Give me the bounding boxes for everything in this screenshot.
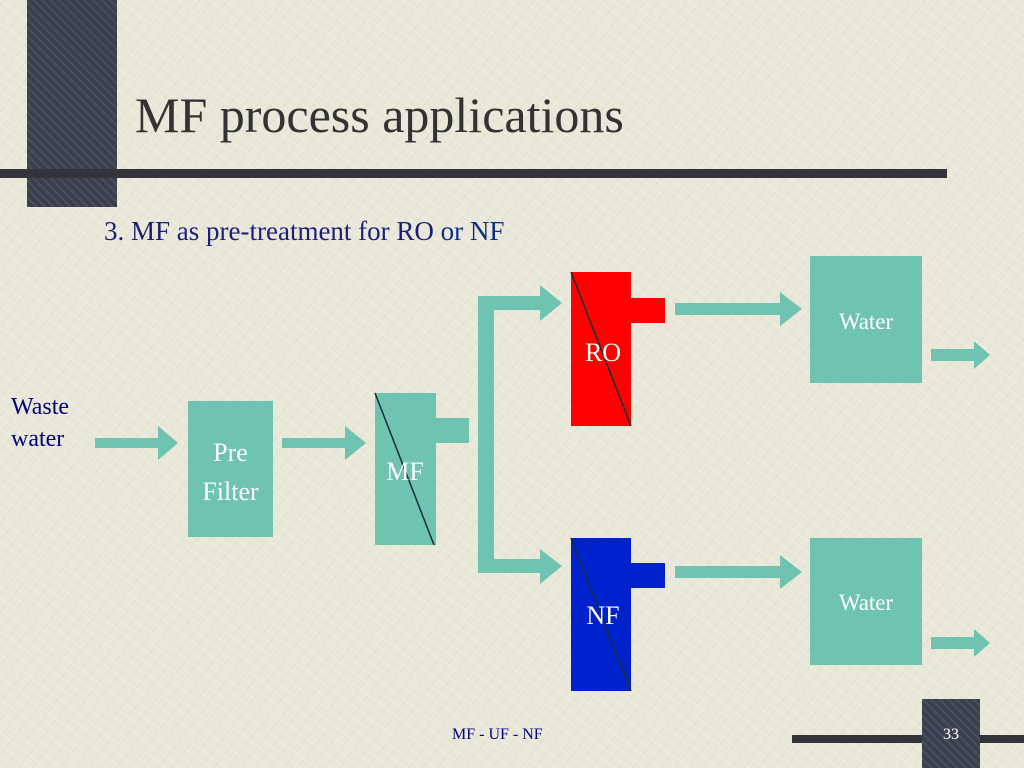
waste-water-label-line1: Waste	[11, 394, 70, 420]
nf-label: NF	[586, 601, 619, 630]
water-top-box	[810, 256, 922, 383]
footer-rule	[792, 735, 1024, 743]
ro-label: RO	[585, 338, 621, 367]
title-rule	[0, 169, 947, 178]
subtitle-or: or NF	[440, 216, 505, 246]
footer-text: MF - UF - NF	[452, 726, 543, 743]
water-top-label: Water	[839, 309, 894, 334]
mf-unit	[374, 392, 469, 546]
water-top-output-arrow	[931, 341, 990, 369]
page-number-block	[922, 699, 980, 768]
nf-to-water-arrow	[675, 555, 802, 589]
waste-water-label: Waste water	[11, 391, 69, 455]
water-bottom-output-arrow	[931, 629, 990, 657]
page-number: 33	[943, 726, 959, 743]
water-bottom-box	[810, 538, 922, 665]
waste-water-label-line2: water	[11, 426, 65, 452]
input-arrow	[95, 426, 178, 460]
ro-unit	[570, 271, 665, 427]
prefilter-label-line2: Filter	[202, 477, 259, 506]
mf-label: MF	[386, 457, 424, 486]
splitter-pipe	[478, 285, 562, 584]
ro-to-water-arrow	[675, 292, 802, 326]
slide-title: MF process applications	[135, 87, 624, 143]
slide-subtitle: 3. MF as pre-treatment for RO or NF	[104, 216, 504, 247]
nf-unit	[570, 537, 665, 692]
water-bottom-label: Water	[839, 590, 894, 615]
subtitle-number: 3.	[104, 216, 125, 246]
prefilter-to-mf-arrow	[282, 426, 366, 460]
prefilter-label-line1: Pre	[213, 438, 248, 467]
prefilter-box	[188, 401, 273, 537]
subtitle-text: MF as pre-treatment for RO	[131, 216, 434, 246]
